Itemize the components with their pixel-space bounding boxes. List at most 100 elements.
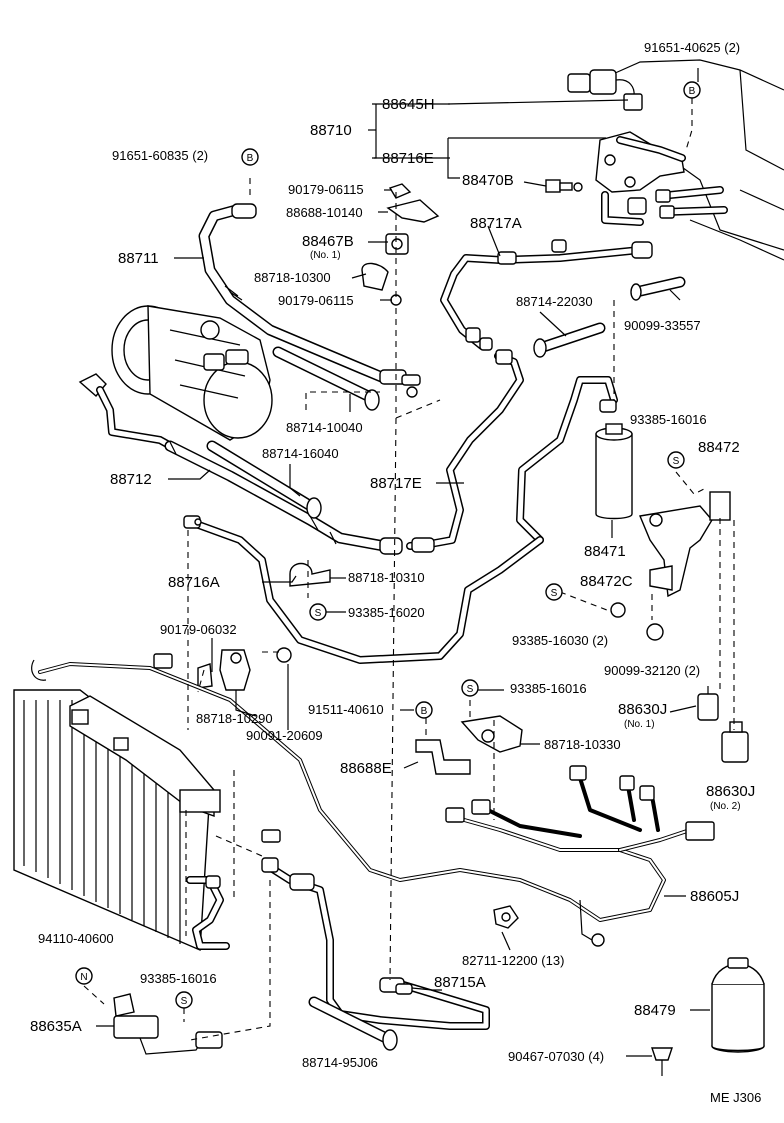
svg-text:S: S <box>467 684 474 695</box>
marker-b-91651-40625: B <box>683 81 701 99</box>
label-88630J-2-note: (No. 2) <box>710 801 741 812</box>
label-88714-22030: 88714-22030 <box>516 294 593 309</box>
bracket-88688E <box>415 739 471 775</box>
marker-s-93385-16030: S <box>545 583 563 601</box>
svg-text:S: S <box>315 608 322 619</box>
label-88472: 88472 <box>698 439 740 456</box>
marker-s-93385-16020: S <box>309 603 327 621</box>
fasteners-88472C <box>610 602 664 641</box>
label-88717E: 88717E <box>370 475 422 492</box>
tube-90099-33557 <box>630 276 686 301</box>
condenser <box>13 689 230 952</box>
svg-text:N: N <box>80 972 87 983</box>
clamp-88718-10330 <box>460 715 523 753</box>
harness-88605J <box>31 653 715 947</box>
label-90179-06115a: 90179-06115 <box>288 182 364 197</box>
compressor <box>111 305 273 441</box>
label-88630J-2: 88630J <box>706 783 755 800</box>
tube-88714-22030 <box>533 322 606 358</box>
thermistor-88635A <box>113 993 223 1055</box>
marker-s-93385-16016a: S <box>667 451 685 469</box>
label-91651-60835: 91651-60835 (2) <box>112 148 208 163</box>
marker-s-93385-16016c: S <box>175 991 193 1009</box>
expansion-valve <box>595 131 728 226</box>
label-88472C: 88472C <box>580 573 633 590</box>
svg-text:B: B <box>421 706 428 717</box>
svg-text:B: B <box>689 86 696 97</box>
label-91511-40610: 91511-40610 <box>308 702 384 717</box>
label-88717A: 88717A <box>470 215 522 232</box>
label-90099-32120: 90099-32120 (2) <box>604 663 700 678</box>
clamp-88718-10310 <box>289 562 331 587</box>
relay-88630J-2 <box>721 721 749 763</box>
oil-can-88479 <box>711 957 765 1053</box>
leader-lines <box>83 68 735 1057</box>
label-93385-16030: 93385-16030 (2) <box>512 633 608 648</box>
label-91651-40625: 91651-40625 (2) <box>644 40 740 55</box>
part-labels: 91651-40625 (2) 88645H 88710 88716E 8847… <box>30 40 761 1105</box>
label-88479: 88479 <box>634 1002 676 1019</box>
footer-code: ME J306 <box>710 1090 761 1105</box>
hose-88711 <box>198 203 421 398</box>
liquid-line <box>516 376 618 544</box>
label-82711-12200: 82711-12200 (13) <box>462 953 564 968</box>
pipe-88717 <box>406 239 653 553</box>
fasteners-upper <box>361 183 440 306</box>
label-88630J-1: 88630J <box>618 701 667 718</box>
pressure-switch <box>567 69 643 111</box>
sleeve-88714-95J06 <box>308 996 398 1051</box>
hose-88712 <box>78 373 403 555</box>
label-88714-10040: 88714-10040 <box>286 420 363 435</box>
label-90091-20609: 90091-20609 <box>246 728 323 743</box>
label-88712: 88712 <box>110 471 152 488</box>
label-88718-10330: 88718-10330 <box>544 737 621 752</box>
clip-82711 <box>493 905 519 929</box>
label-90099-33557: 90099-33557 <box>624 318 701 333</box>
label-90467-07030: 90467-07030 (4) <box>508 1049 604 1064</box>
svg-text:S: S <box>181 996 188 1007</box>
marker-n-94110-40600: N <box>75 967 93 985</box>
receiver-88471 <box>595 423 633 520</box>
label-88718-10290: 88718-10290 <box>196 711 273 726</box>
label-88645H: 88645H <box>382 96 435 113</box>
clip-90467 <box>651 1047 673 1076</box>
label-88467B-note: (No. 1) <box>310 250 341 261</box>
clamp-88718-10290 <box>197 647 292 691</box>
marker-s-93385-16016b: S <box>461 679 479 697</box>
sleeve-88714-16040 <box>206 440 322 519</box>
marker-b-91651-60835: B <box>241 148 259 166</box>
label-94110-40600: 94110-40600 <box>38 931 114 946</box>
pipe-88716A <box>183 515 544 664</box>
svg-text:B: B <box>247 153 254 164</box>
label-88711: 88711 <box>118 250 159 267</box>
bolt-88470B <box>545 179 583 193</box>
label-88635A: 88635A <box>30 1018 82 1035</box>
bracket-88472 <box>639 491 731 598</box>
svg-text:S: S <box>551 588 558 599</box>
label-88718-10310: 88718-10310 <box>348 570 425 585</box>
label-93385-16016c: 93385-16016 <box>140 971 217 986</box>
svg-text:S: S <box>673 456 680 467</box>
label-88718-10300: 88718-10300 <box>254 270 331 285</box>
label-90179-06032: 90179-06032 <box>160 622 237 637</box>
label-90179-06115b: 90179-06115 <box>278 293 354 308</box>
label-88467B: 88467B <box>302 233 354 250</box>
label-93385-16016b: 93385-16016 <box>510 681 587 696</box>
label-88714-95J06: 88714-95J06 <box>302 1055 378 1070</box>
label-88688E: 88688E <box>340 760 392 777</box>
label-88714-16040: 88714-16040 <box>262 446 339 461</box>
pipe-88715A <box>261 857 490 1030</box>
label-88710: 88710 <box>310 122 352 139</box>
label-88716A: 88716A <box>168 574 220 591</box>
label-88471: 88471 <box>584 543 626 560</box>
sleeve-88714-10040 <box>272 346 380 411</box>
label-93385-16020: 93385-16020 <box>348 605 425 620</box>
label-93385-16016a: 93385-16016 <box>630 412 707 427</box>
label-88630J-1-note: (No. 1) <box>624 719 655 730</box>
label-88470B: 88470B <box>462 172 514 189</box>
label-88688-10140: 88688-10140 <box>286 205 363 220</box>
label-88716E: 88716E <box>382 150 434 167</box>
label-88605J: 88605J <box>690 888 739 905</box>
